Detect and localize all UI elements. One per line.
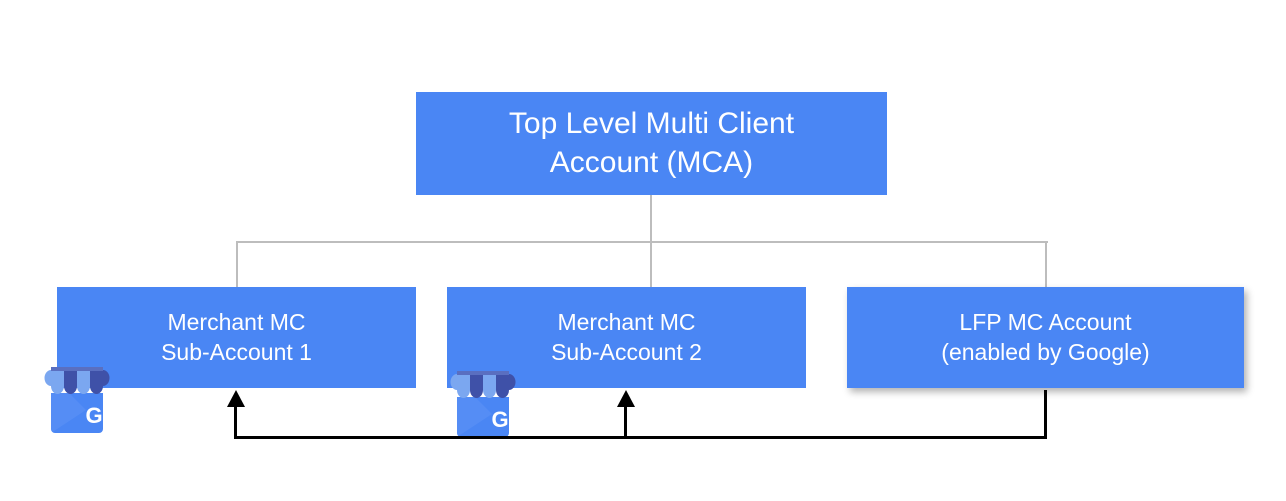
feedback-line-horizontal — [234, 436, 1047, 439]
connector-drop-sub2 — [650, 241, 652, 287]
node-lfp-mc-account-label: LFP MC Account (enabled by Google) — [941, 309, 1150, 365]
feedback-line-from-lfp — [1044, 390, 1047, 439]
node-merchant-mc-sub-account-2-label: Merchant MC Sub-Account 2 — [551, 309, 702, 365]
node-top-level-mca[interactable]: Top Level Multi Client Account (MCA) — [416, 92, 887, 195]
google-business-profile-storefront-icon: G — [44, 367, 110, 433]
node-lfp-mc-account[interactable]: LFP MC Account (enabled by Google) — [847, 287, 1244, 388]
connector-mca-stem — [650, 195, 652, 242]
node-top-level-mca-label: Top Level Multi Client Account (MCA) — [508, 107, 795, 179]
google-business-profile-storefront-icon: G — [450, 371, 516, 437]
feedback-arrowhead-sub2 — [617, 390, 635, 407]
feedback-arrowhead-sub1 — [227, 390, 245, 407]
feedback-line-to-sub2 — [624, 405, 627, 439]
connector-drop-sub1 — [236, 241, 238, 287]
connector-drop-lfp — [1045, 241, 1047, 287]
svg-text:G: G — [85, 403, 102, 428]
node-merchant-mc-sub-account-1-label: Merchant MC Sub-Account 1 — [161, 309, 312, 365]
connector-horizontal-bus — [237, 241, 1048, 243]
svg-text:G: G — [491, 407, 508, 432]
feedback-line-to-sub1 — [234, 405, 237, 439]
node-merchant-mc-sub-account-1[interactable]: Merchant MC Sub-Account 1 — [57, 287, 416, 388]
